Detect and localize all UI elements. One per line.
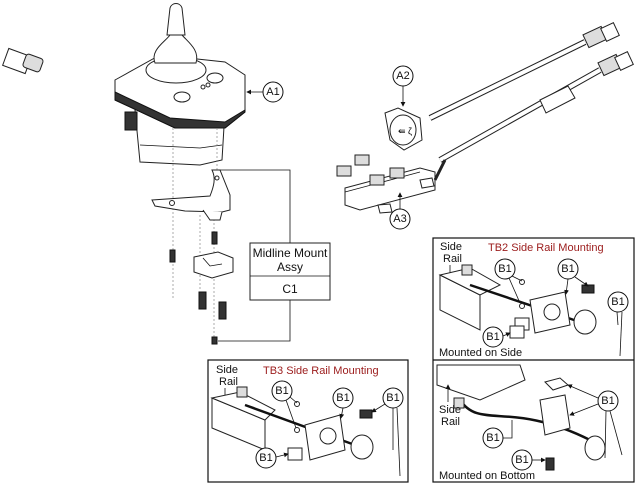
callout-a3[interactable]: A3 [389,192,411,230]
svg-text:B1: B1 [498,263,511,275]
tb2-callout-b1-7[interactable]: B1 [511,449,546,471]
svg-text:A1: A1 [266,86,279,98]
callout-a2[interactable]: A2 [392,65,414,107]
tb2-title: TB2 Side Rail Mounting [488,242,604,254]
tb3-title: TB3 Side Rail Mounting [263,365,379,377]
svg-text:B1: B1 [601,395,614,407]
svg-text:Rail: Rail [441,416,460,428]
callout-a1[interactable]: A1 [246,81,284,103]
tb2-callout-b1-5[interactable]: B1 [567,384,623,459]
midline-mount-label-box[interactable]: Midline Mount Assy C1 [249,242,331,301]
tb2-mounted-side: Mounted on Side [439,347,522,359]
svg-text:B1: B1 [336,392,349,404]
svg-text:A2: A2 [396,70,409,82]
svg-text:Rail: Rail [443,253,462,265]
tb2-callout-b1-6[interactable]: B1 [482,420,513,449]
tb2-callout-b1-1[interactable]: B1 [494,258,523,304]
midline-mount-parts [151,169,234,345]
svg-text:A3: A3 [393,213,406,225]
svg-text:B1: B1 [386,392,399,404]
midline-leader-bottom [218,300,291,342]
midline-label-line1: Midline Mount [253,246,328,260]
tb2-callout-b1-2[interactable]: B1 [557,258,589,295]
svg-text:B1: B1 [486,432,499,444]
tb3-callout-b1-3[interactable]: B1 [371,387,404,477]
tb2-callout-b1-4[interactable]: B1 [482,325,525,348]
svg-text:Rail: Rail [219,376,238,388]
svg-text:B1: B1 [561,263,574,275]
midline-code: C1 [282,282,298,296]
midline-label-line2: Assy [277,260,303,274]
joystick-cable-connector [2,47,44,75]
joystick-controller [2,3,246,340]
tb2-side-rail-panel: TB2 Side Rail Mounting Side Rail Mounted… [432,237,635,483]
svg-text:Side: Side [439,404,461,416]
tb3-callout-b1-1[interactable]: B1 [271,380,298,429]
tb2-mounted-bottom: Mounted on Bottom [439,470,535,482]
tb3-side-rail-panel: TB3 Side Rail Mounting Side Rail [207,359,409,483]
tb3-callout-b1-4[interactable]: B1 [255,447,303,469]
tb3-callout-b1-2[interactable]: B1 [332,387,354,419]
svg-text:B1: B1 [611,296,624,308]
svg-text:B1: B1 [259,452,272,464]
midline-leader-top [220,169,291,243]
svg-text:B1: B1 [486,331,499,343]
svg-text:Side: Side [440,241,462,253]
wiring-harness: ⇚ ζ [336,22,634,214]
svg-text:⇚ ζ: ⇚ ζ [398,126,412,136]
tb2-callout-b1-3[interactable]: B1 [607,291,629,357]
svg-text:B1: B1 [515,454,528,466]
svg-text:B1: B1 [275,385,288,397]
svg-text:Side: Side [216,364,238,376]
